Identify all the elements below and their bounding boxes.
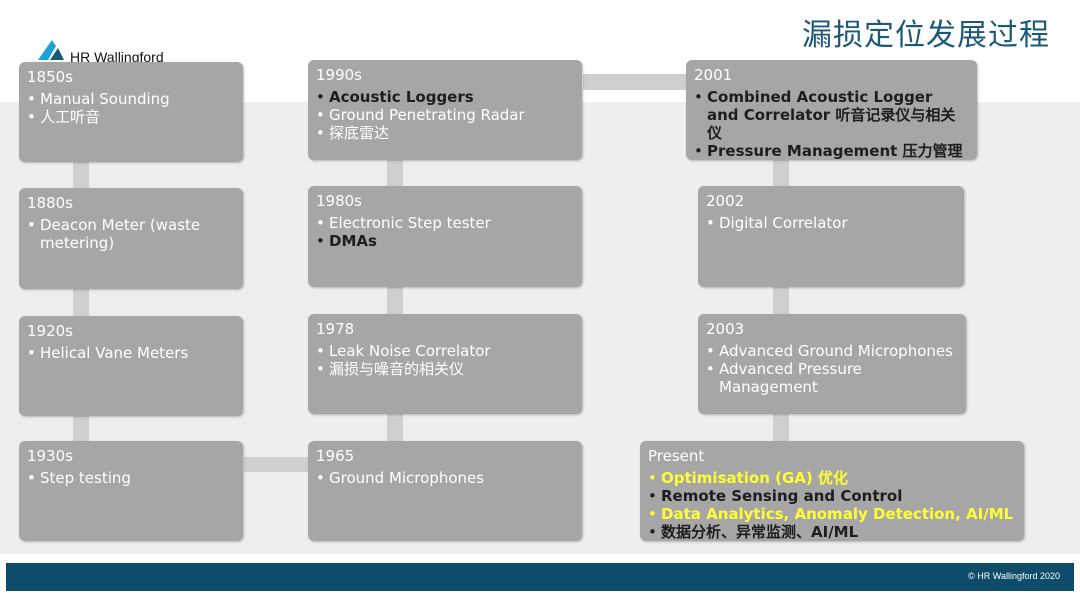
timeline-item: 漏损与噪音的相关仪 <box>316 360 574 378</box>
timeline-item: Deacon Meter (waste metering) <box>27 216 235 252</box>
timeline-year: 1980s <box>316 192 362 210</box>
timeline-year: 2001 <box>694 66 733 84</box>
timeline-box-1930s: 1930sStep testing <box>19 441 243 541</box>
timeline-year: 1930s <box>27 447 73 465</box>
timeline-box-present: PresentOptimisation (GA) 优化Remote Sensin… <box>640 441 1024 541</box>
timeline-item: DMAs <box>316 232 574 250</box>
timeline-item: Step testing <box>27 469 235 487</box>
timeline-item-list: Optimisation (GA) 优化Remote Sensing and C… <box>648 469 1016 541</box>
timeline-item-list: Advanced Ground MicrophonesAdvanced Pres… <box>706 342 958 396</box>
connector-1850s-1880s <box>73 162 89 188</box>
timeline-item: Manual Sounding <box>27 90 235 108</box>
connector-2003-present <box>773 414 789 441</box>
timeline-item: Digital Correlator <box>706 214 956 232</box>
timeline-item: Combined Acoustic Logger and Correlator … <box>694 88 969 142</box>
timeline-box-1920s: 1920sHelical Vane Meters <box>19 316 243 416</box>
footer-bar: © HR Wallingford 2020 <box>6 563 1074 591</box>
timeline-box-1990s: 1990sAcoustic LoggersGround Penetrating … <box>308 60 582 160</box>
connector-1980s-1990s <box>387 160 403 186</box>
timeline-item-list: Step testing <box>27 469 235 487</box>
timeline-year: 1850s <box>27 68 73 86</box>
timeline-item-list: Manual Sounding人工听音 <box>27 90 235 126</box>
timeline-item-list: Electronic Step testerDMAs <box>316 214 574 250</box>
timeline-box-1965: 1965Ground Microphones <box>308 441 582 541</box>
timeline-item: 数据分析、异常监测、AI/ML <box>648 523 1016 541</box>
timeline-item-list: Helical Vane Meters <box>27 344 235 362</box>
timeline-item-list: Acoustic LoggersGround Penetrating Radar… <box>316 88 574 142</box>
timeline-item: 探底雷达 <box>316 124 574 142</box>
timeline-item-list: Combined Acoustic Logger and Correlator … <box>694 88 969 160</box>
connector-1920s-1930s <box>73 416 89 441</box>
wave-logo-icon <box>38 40 64 60</box>
timeline-year: 2002 <box>706 192 745 210</box>
timeline-year: 1990s <box>316 66 362 84</box>
timeline-year: 1880s <box>27 194 73 212</box>
logo-text: HR Wallingford <box>70 49 164 62</box>
timeline-item: Electronic Step tester <box>316 214 574 232</box>
timeline-box-1978: 1978Leak Noise Correlator漏损与噪音的相关仪 <box>308 314 582 414</box>
timeline-box-1980s: 1980sElectronic Step testerDMAs <box>308 186 582 287</box>
timeline-item: Pressure Management 压力管理 <box>694 142 969 160</box>
timeline-item: 人工听音 <box>27 108 235 126</box>
timeline-year: Present <box>648 447 705 465</box>
timeline-box-2001: 2001Combined Acoustic Logger and Correla… <box>686 60 977 160</box>
connector-2002-2003 <box>773 287 789 314</box>
connector-1965-1978 <box>387 414 403 441</box>
timeline-item-list: Leak Noise Correlator漏损与噪音的相关仪 <box>316 342 574 378</box>
timeline-box-1850s: 1850sManual Sounding人工听音 <box>19 62 243 162</box>
timeline-item: Ground Penetrating Radar <box>316 106 574 124</box>
connector-1930s-1965 <box>244 457 308 472</box>
connector-2001-2002 <box>773 160 789 186</box>
timeline-item: Ground Microphones <box>316 469 574 487</box>
timeline-item-list: Digital Correlator <box>706 214 956 232</box>
timeline-year: 1978 <box>316 320 355 338</box>
timeline-item: Advanced Pressure Management <box>706 360 958 396</box>
timeline-item: Remote Sensing and Control <box>648 487 1016 505</box>
timeline-box-2002: 2002Digital Correlator <box>698 186 964 287</box>
timeline-item-list: Deacon Meter (waste metering) <box>27 216 235 252</box>
timeline-box-1880s: 1880sDeacon Meter (waste metering) <box>19 188 243 289</box>
timeline-box-2003: 2003Advanced Ground MicrophonesAdvanced … <box>698 314 966 414</box>
slide-title: 漏损定位发展过程 <box>802 18 1050 53</box>
timeline-item: Helical Vane Meters <box>27 344 235 362</box>
timeline-item: Advanced Ground Microphones <box>706 342 958 360</box>
timeline-item: Data Analytics, Anomaly Detection, AI/ML <box>648 505 1016 523</box>
timeline-year: 1920s <box>27 322 73 340</box>
timeline-item-list: Ground Microphones <box>316 469 574 487</box>
connector-1978-1980s <box>387 287 403 314</box>
timeline-year: 1965 <box>316 447 355 465</box>
timeline-item: Acoustic Loggers <box>316 88 574 106</box>
timeline-item: Optimisation (GA) 优化 <box>648 469 1016 487</box>
timeline-year: 2003 <box>706 320 745 338</box>
timeline-item: Leak Noise Correlator <box>316 342 574 360</box>
hr-wallingford-logo: HR Wallingford <box>36 36 196 62</box>
connector-1880s-1920s <box>73 289 89 316</box>
copyright-text: © HR Wallingford 2020 <box>968 571 1060 581</box>
connector-1990s-2001 <box>583 74 686 90</box>
